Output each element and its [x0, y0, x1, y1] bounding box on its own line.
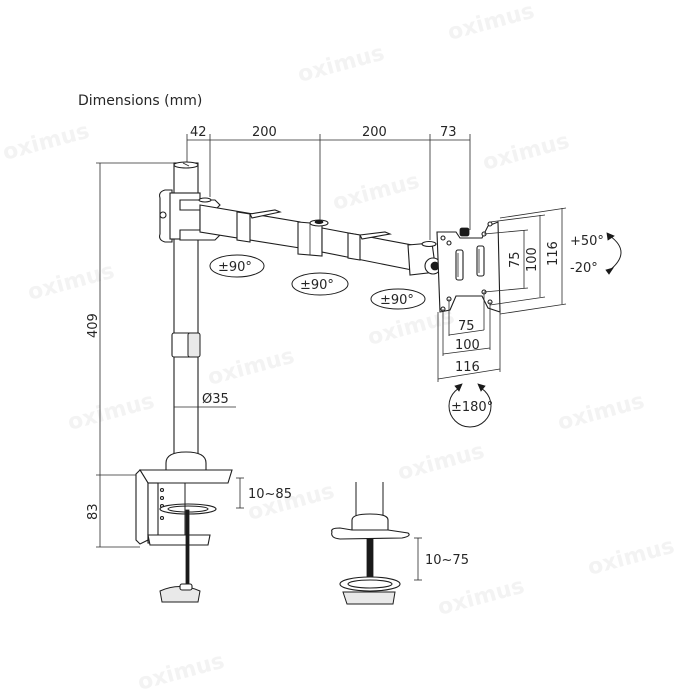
vesa-plate: [436, 221, 501, 313]
dim-409: 409: [86, 313, 101, 338]
dim-200-a: 200: [252, 125, 277, 140]
desk-clamp: 10~85: [135, 451, 292, 603]
svg-text:oximus: oximus: [245, 479, 337, 526]
arm-rotation-labels: ±90° ±90° ±90°: [209, 254, 426, 310]
vesa-horizontal-dimensions: 75 100 116: [437, 292, 501, 382]
grommet-clamp-range: 10~75: [425, 553, 469, 568]
swivel-indicator: ±180°: [448, 382, 493, 428]
rotation-joint-3: ±90°: [380, 293, 414, 308]
dim-200-b: 200: [362, 125, 387, 140]
svg-text:oximus: oximus: [395, 439, 487, 486]
svg-text:oximus: oximus: [480, 129, 572, 176]
svg-text:oximus: oximus: [295, 41, 387, 88]
svg-text:oximus: oximus: [135, 649, 227, 696]
vesa-v-75: 75: [508, 251, 523, 268]
dimensions-title: Dimensions (mm): [78, 93, 202, 109]
tilt-down-label: -20°: [570, 261, 598, 276]
svg-text:oximus: oximus: [65, 389, 157, 436]
vesa-h-116: 116: [455, 360, 480, 375]
vesa-h-100: 100: [455, 338, 480, 353]
svg-text:oximus: oximus: [555, 389, 647, 436]
grommet-clamp: 10~75: [331, 482, 469, 605]
svg-text:oximus: oximus: [445, 0, 537, 46]
rotation-arc-icon: [291, 272, 349, 296]
desk-clamp-range: 10~85: [248, 487, 292, 502]
svg-text:oximus: oximus: [330, 169, 422, 216]
arm-segment-1: [199, 204, 301, 249]
svg-text:oximus: oximus: [585, 534, 677, 581]
tilt-head-joint: [407, 240, 442, 276]
svg-text:oximus: oximus: [205, 344, 297, 391]
vesa-vertical-dimensions: 75 100 116: [483, 207, 567, 315]
svg-text:oximus: oximus: [435, 574, 527, 621]
vesa-h-75: 75: [458, 319, 475, 334]
left-vertical-dimensions: 409 83: [86, 162, 183, 548]
svg-text:oximus: oximus: [0, 119, 92, 166]
arm-segment-2: [321, 227, 413, 271]
dim-42: 42: [190, 125, 207, 140]
rotation-arc-icon: [209, 254, 265, 278]
vesa-v-100: 100: [525, 247, 540, 272]
dim-73: 73: [440, 125, 457, 140]
rotation-joint-1: ±90°: [218, 260, 252, 275]
top-dimension-line: 42 200 200 73: [186, 125, 471, 240]
vesa-v-116: 116: [546, 241, 561, 266]
arm-joint-middle: [297, 219, 329, 257]
tilt-up-label: +50°: [570, 234, 604, 249]
svg-text:oximus: oximus: [25, 259, 117, 306]
pole-diameter: Ø35: [202, 392, 229, 407]
rotation-joint-2: ±90°: [300, 278, 334, 293]
swivel-label: ±180°: [451, 400, 493, 415]
tilt-indicator: +50° -20°: [570, 232, 622, 276]
rotation-arc-icon: [370, 288, 426, 310]
dim-83: 83: [86, 503, 101, 520]
tilt-arc-icon: [609, 235, 622, 271]
